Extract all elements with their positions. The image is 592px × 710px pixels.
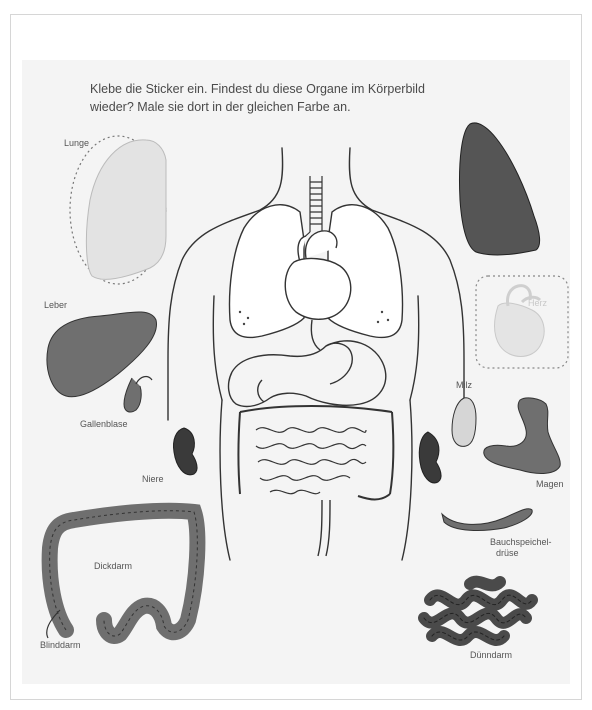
label-blinddarm: Blinddarm: [40, 640, 81, 650]
label-gallenblase: Gallenblase: [80, 419, 128, 429]
label-magen: Magen: [536, 479, 564, 489]
label-duenndarm: Dünndarm: [470, 650, 512, 660]
label-bauchspeicheldruese-line-1: Bauchspeichel-: [490, 537, 552, 548]
label-milz: Milz: [456, 380, 472, 390]
spleen-sticker: [452, 398, 476, 447]
label-niere: Niere: [142, 474, 164, 484]
lung-sticker: [70, 136, 166, 284]
small-intestine-sticker: [424, 582, 532, 640]
stomach-sticker: [484, 398, 560, 474]
gallbladder-sticker: [124, 377, 152, 412]
label-lunge: Lunge: [64, 138, 89, 148]
pancreas-sticker: [442, 509, 532, 531]
label-bauchspeicheldruese: Bauchspeichel- drüse: [490, 537, 552, 559]
kidney-sticker-left: [173, 428, 197, 475]
large-intestine-sticker: [47, 511, 198, 638]
kidney-sticker-right: [419, 432, 441, 483]
small-intestine-outline: [256, 428, 366, 494]
digestive-outline: [229, 320, 394, 556]
label-herz: Herz: [528, 298, 547, 308]
liver-sticker: [47, 312, 157, 397]
label-bauchspeicheldruese-line-2: drüse: [490, 548, 552, 559]
heart-sticker: [476, 276, 568, 368]
lung-sticker-dark: [459, 123, 539, 255]
label-leber: Leber: [44, 300, 67, 310]
body-outline: [168, 148, 464, 560]
label-dickdarm: Dickdarm: [94, 561, 132, 571]
